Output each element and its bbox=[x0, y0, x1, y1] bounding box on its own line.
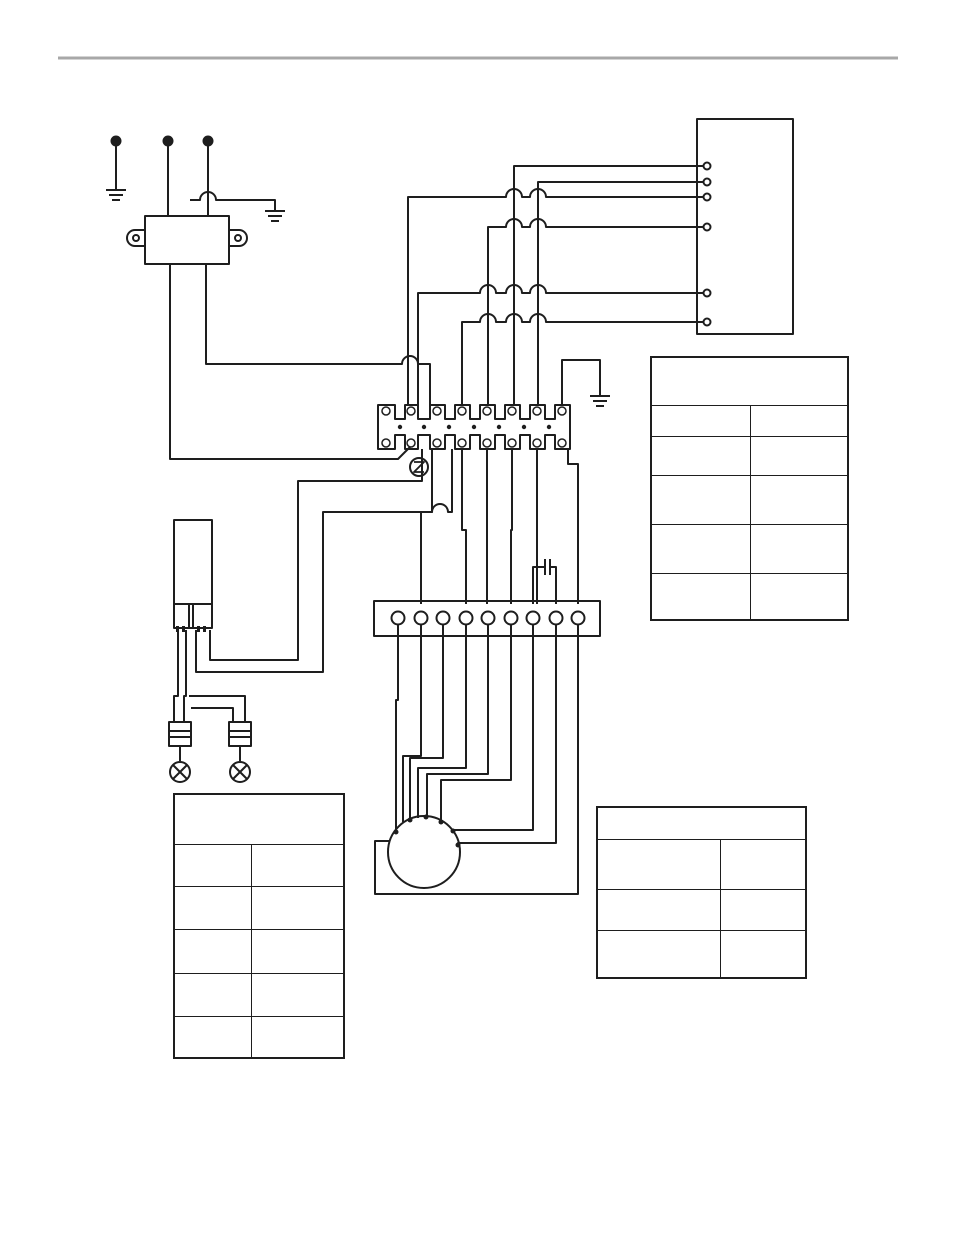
switch-module bbox=[173, 519, 213, 632]
ground-symbol-transformer bbox=[190, 191, 285, 222]
legend-header bbox=[650, 356, 849, 407]
motor bbox=[387, 814, 461, 889]
connector-right bbox=[228, 721, 252, 761]
legend-header bbox=[173, 793, 345, 845]
thermal-fuse bbox=[409, 457, 429, 477]
panel-wires bbox=[407, 165, 703, 405]
lamp-right bbox=[229, 761, 251, 783]
motor-wires bbox=[374, 625, 579, 895]
transformer bbox=[126, 215, 431, 460]
ground-symbol-block bbox=[561, 359, 610, 407]
capacitor bbox=[532, 559, 557, 604]
legend-table-bottom-left bbox=[173, 793, 345, 1059]
motor-connector-wires bbox=[420, 449, 579, 604]
control-panel bbox=[696, 118, 794, 335]
legend-table-right bbox=[650, 356, 849, 621]
terminal-block bbox=[377, 404, 571, 450]
lamp-wires bbox=[173, 630, 246, 722]
lamp-switch-wires bbox=[195, 449, 433, 673]
legend-table-bottom-right bbox=[596, 806, 807, 979]
connector-left bbox=[168, 721, 192, 761]
ground-symbol-supply bbox=[106, 189, 126, 201]
lamp-left bbox=[169, 761, 191, 783]
legend-header bbox=[596, 806, 807, 840]
supply-terminals bbox=[110, 135, 214, 216]
